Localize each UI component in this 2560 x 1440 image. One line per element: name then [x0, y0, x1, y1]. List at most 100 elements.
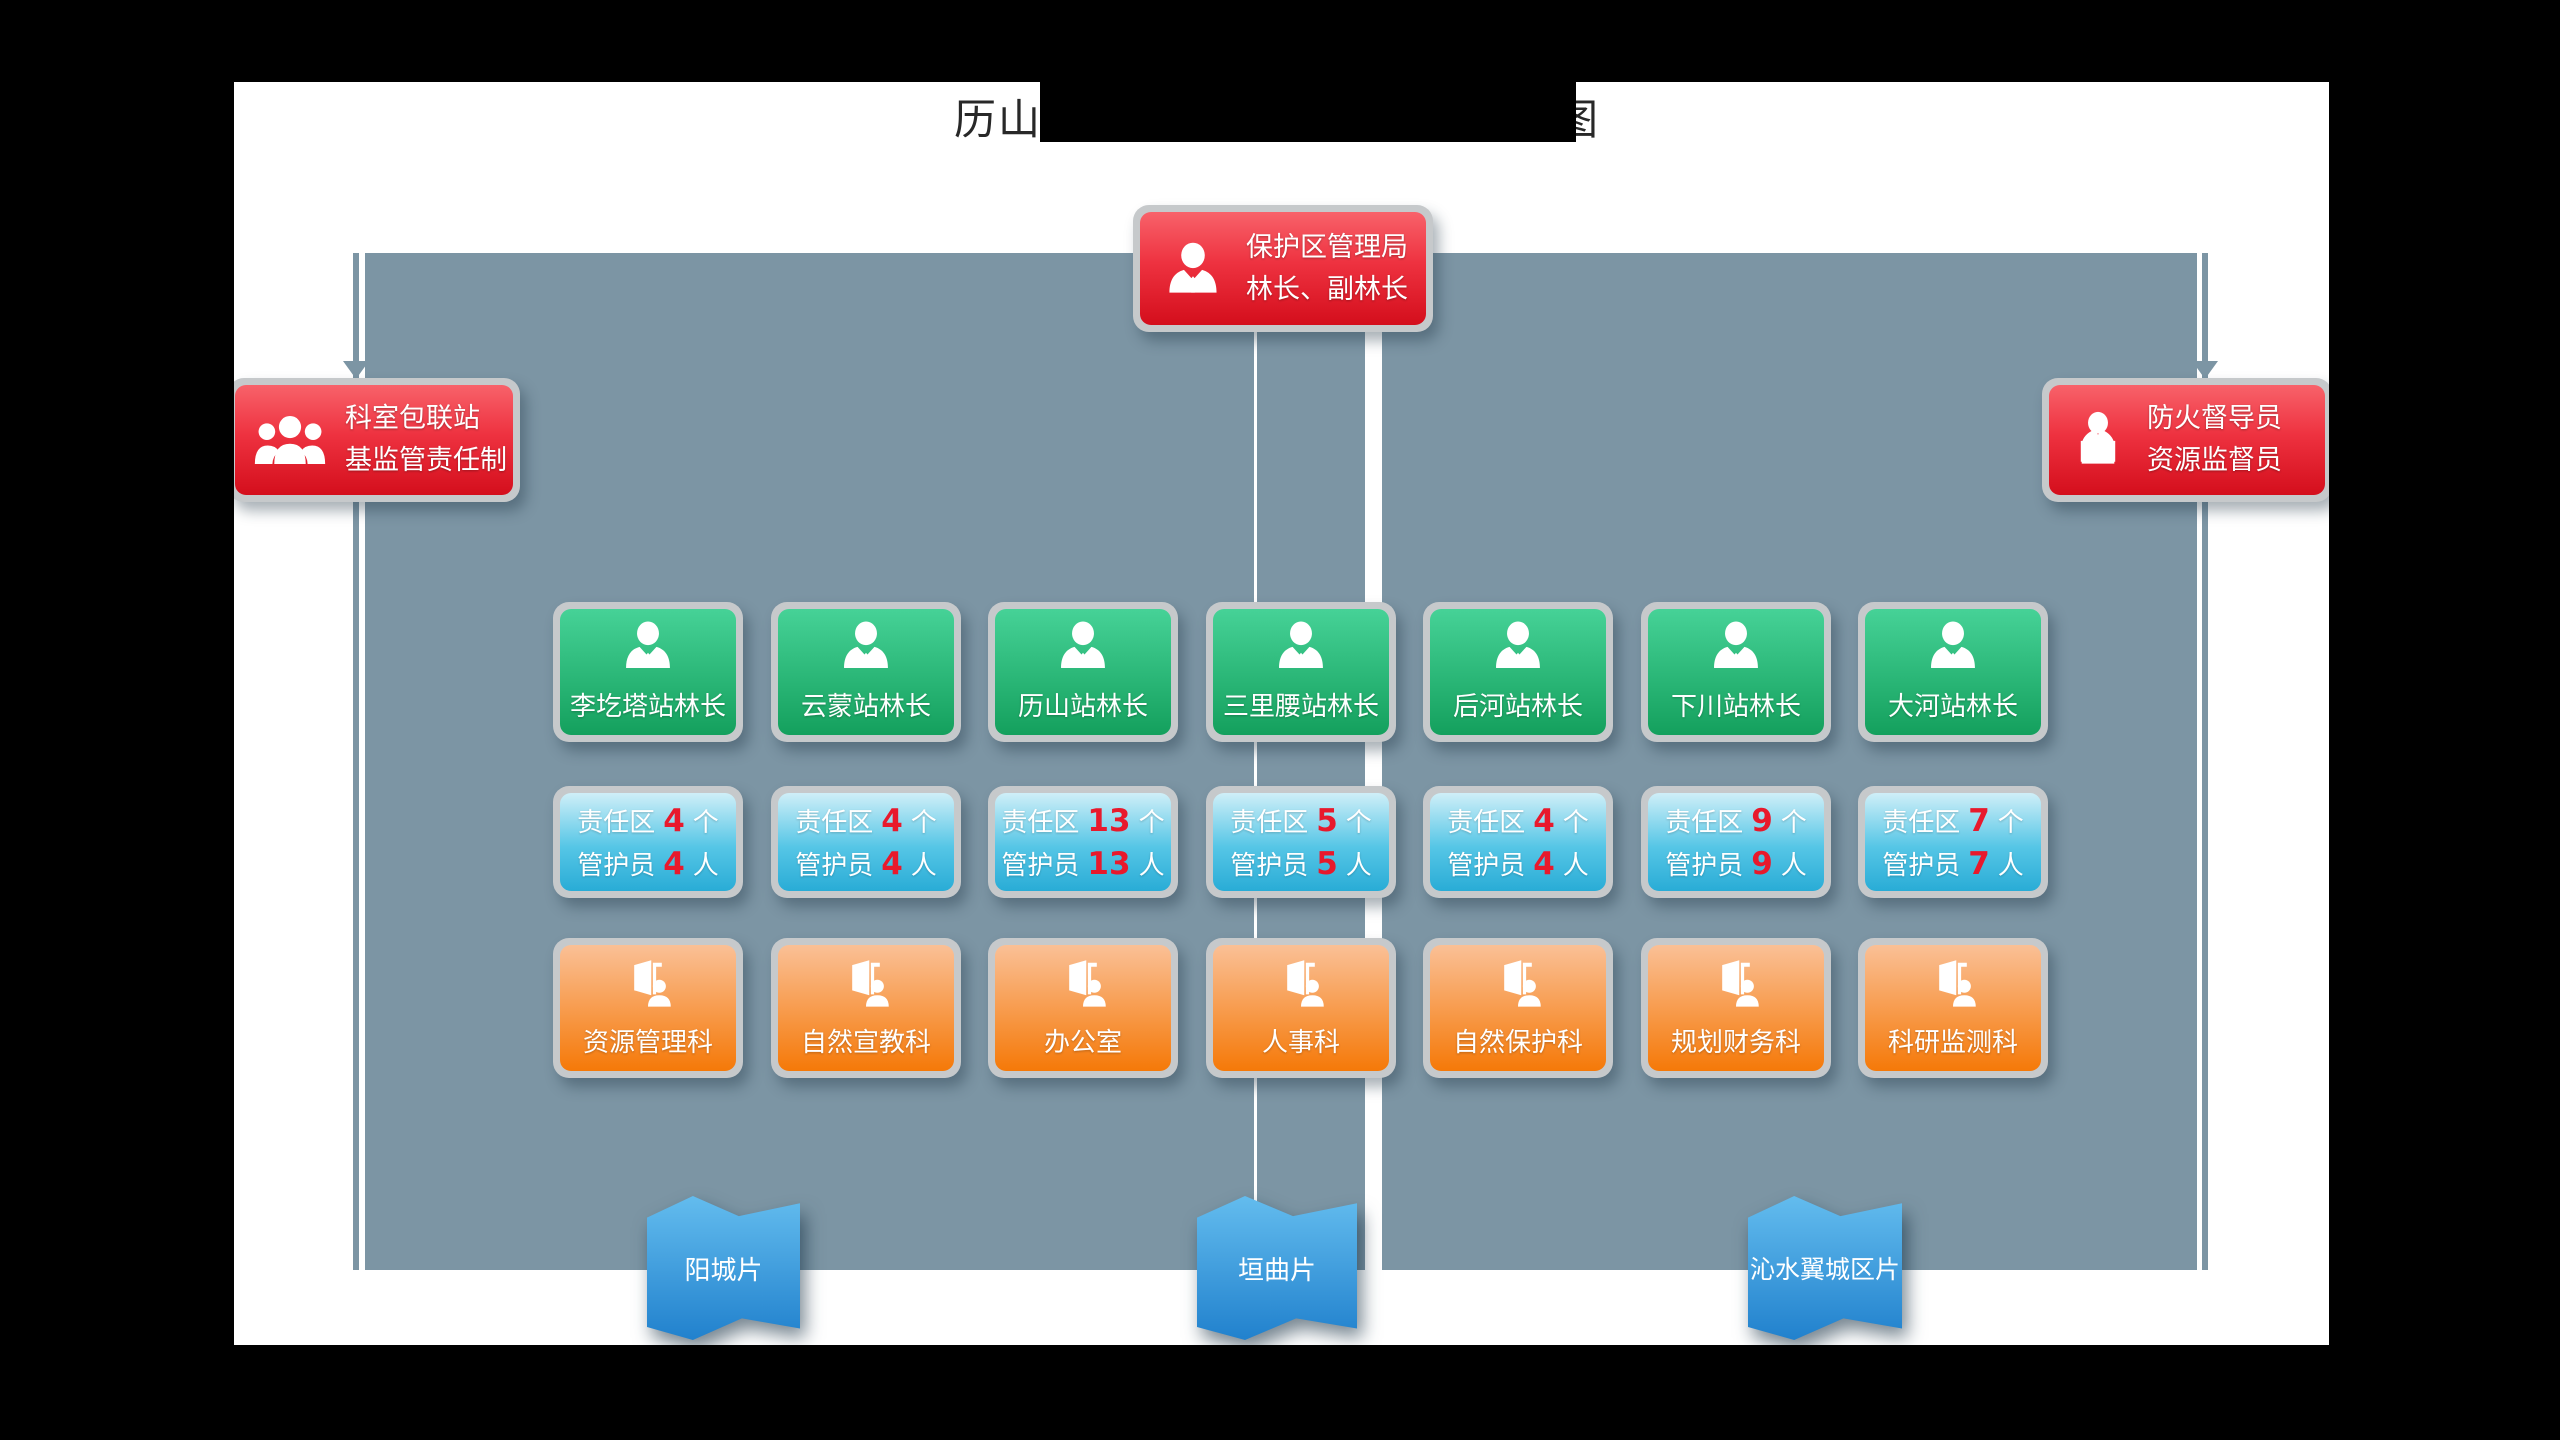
- staff-unit: 人: [1138, 851, 1165, 881]
- station-leader-label: 三里腰站林长: [1222, 692, 1379, 722]
- door-person-icon: [1927, 957, 1979, 1009]
- zone-count: 7: [1968, 802, 1990, 839]
- staff-count: 13: [1087, 845, 1131, 882]
- station-leader-label: 历山站林长: [1017, 692, 1148, 722]
- right-policy-line2: 资源监督员: [2147, 445, 2282, 476]
- station-leader-node[interactable]: 三里腰站林长: [1206, 602, 1396, 742]
- station-leader-node[interactable]: 大河站林长: [1858, 602, 2048, 742]
- door-person-icon: [1057, 957, 1109, 1009]
- zone-count: 4: [881, 802, 903, 839]
- staff-prefix: 管护员: [1001, 851, 1080, 881]
- department-node[interactable]: 资源管理科: [553, 938, 743, 1078]
- left-policy-node[interactable]: 科室包联站 基监管责任制: [228, 378, 520, 502]
- department-label: 人事科: [1261, 1028, 1340, 1058]
- department-label: 自然保护科: [1452, 1028, 1583, 1058]
- right-connector-line: [2202, 253, 2208, 1270]
- manager-icon: [621, 619, 675, 673]
- staff-prefix: 管护员: [1665, 851, 1744, 881]
- right-policy-node[interactable]: 防火督导员 资源监督员: [2042, 378, 2332, 502]
- department-node[interactable]: 自然保护科: [1423, 938, 1613, 1078]
- left-policy-line2: 基监管责任制: [345, 445, 507, 476]
- staff-unit: 人: [1997, 851, 2024, 881]
- zone-unit: 个: [1997, 808, 2024, 838]
- department-node[interactable]: 办公室: [988, 938, 1178, 1078]
- zone-prefix: 责任区: [1665, 808, 1744, 838]
- top-letterbox-band: [0, 0, 2560, 82]
- region-banner-qinshui-yicheng[interactable]: 沁水翼城区片: [1748, 1196, 1902, 1340]
- station-leader-node[interactable]: 下川站林长: [1641, 602, 1831, 742]
- door-person-icon: [622, 957, 674, 1009]
- region-banner-label: 阳城片: [684, 1255, 763, 1286]
- station-leader-label: 后河站林长: [1452, 692, 1583, 722]
- door-person-icon: [1275, 957, 1327, 1009]
- department-label: 办公室: [1043, 1028, 1122, 1058]
- staff-count: 4: [881, 845, 903, 882]
- left-panel-background: [365, 253, 1365, 1270]
- zone-count: 4: [1533, 802, 1555, 839]
- zone-prefix: 责任区: [577, 808, 656, 838]
- root-node[interactable]: 保护区管理局 林长、副林长: [1133, 205, 1433, 332]
- zone-prefix: 责任区: [795, 808, 874, 838]
- zone-count: 9: [1751, 802, 1773, 839]
- right-policy-line1: 防火督导员: [2147, 403, 2282, 434]
- department-node[interactable]: 规划财务科: [1641, 938, 1831, 1078]
- door-person-icon: [1710, 957, 1762, 1009]
- department-node[interactable]: 自然宣教科: [771, 938, 961, 1078]
- staff-prefix: 管护员: [577, 851, 656, 881]
- department-label: 科研监测科: [1887, 1028, 2018, 1058]
- region-banner-yangcheng[interactable]: 阳城片: [647, 1196, 800, 1340]
- manager-icon: [1491, 619, 1545, 673]
- staff-unit: 人: [1345, 851, 1372, 881]
- station-leader-node[interactable]: 云蒙站林长: [771, 602, 961, 742]
- staff-unit: 人: [1780, 851, 1807, 881]
- staff-count: 9: [1751, 845, 1773, 882]
- staff-count: 5: [1316, 845, 1338, 882]
- staff-count: 7: [1968, 845, 1990, 882]
- zone-count: 5: [1316, 802, 1338, 839]
- staff-count: 4: [1533, 845, 1555, 882]
- department-label: 资源管理科: [582, 1028, 713, 1058]
- supervisor-icon: [2069, 411, 2127, 469]
- zone-count: 4: [663, 802, 685, 839]
- zone-unit: 个: [692, 808, 719, 838]
- door-person-icon: [1492, 957, 1544, 1009]
- root-node-line1: 保护区管理局: [1246, 231, 1408, 263]
- staff-prefix: 管护员: [1447, 851, 1526, 881]
- region-banner-yuanqu[interactable]: 垣曲片: [1197, 1196, 1357, 1340]
- region-banner-label: 垣曲片: [1237, 1255, 1316, 1286]
- department-node[interactable]: 科研监测科: [1858, 938, 2048, 1078]
- station-leader-node[interactable]: 后河站林长: [1423, 602, 1613, 742]
- manager-icon: [1926, 619, 1980, 673]
- manager-icon: [1274, 619, 1328, 673]
- department-node[interactable]: 人事科: [1206, 938, 1396, 1078]
- zone-prefix: 责任区: [1882, 808, 1961, 838]
- zone-unit: 个: [910, 808, 937, 838]
- department-label: 自然宣教科: [800, 1028, 931, 1058]
- station-leader-node[interactable]: 李圪塔站林长: [553, 602, 743, 742]
- station-leader-node[interactable]: 历山站林长: [988, 602, 1178, 742]
- station-leader-label: 大河站林长: [1887, 692, 2018, 722]
